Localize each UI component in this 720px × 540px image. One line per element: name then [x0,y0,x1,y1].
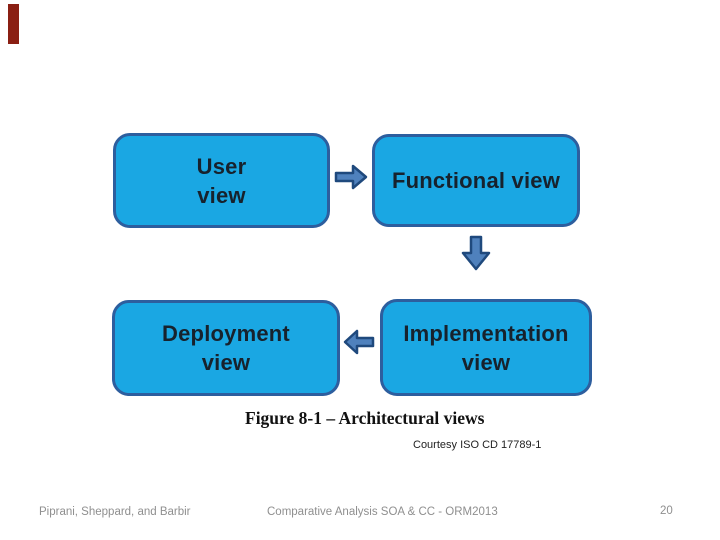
courtesy-note: Courtesy ISO CD 17789-1 [413,439,542,451]
box-label-line: view [201,350,251,375]
diagram-box-user-view: User view [113,133,330,228]
box-label-line: Functional view [391,168,561,193]
box-label-line: User [196,153,247,179]
footer-page-number: 20 [660,505,673,517]
accent-bar [8,4,19,44]
diagram-box-implementation-view: Implementation view [380,299,592,396]
left-arrow-icon [343,329,375,355]
figure-caption: Figure 8-1 – Architectural views [245,408,485,428]
box-label-line: view [197,182,246,208]
diagram-box-deployment-view: Deployment view [112,300,340,396]
diagram-box-functional-view: Functional view [372,134,580,227]
footer-authors: Piprani, Sheppard, and Barbir [39,506,191,518]
box-label-line: Deployment [162,321,290,346]
right-arrow-icon [334,164,368,190]
footer-presentation-title: Comparative Analysis SOA & CC - ORM2013 [267,506,498,518]
box-label-line: Implementation [403,320,569,346]
down-arrow-icon [461,235,491,271]
box-label-line: view [461,349,511,375]
